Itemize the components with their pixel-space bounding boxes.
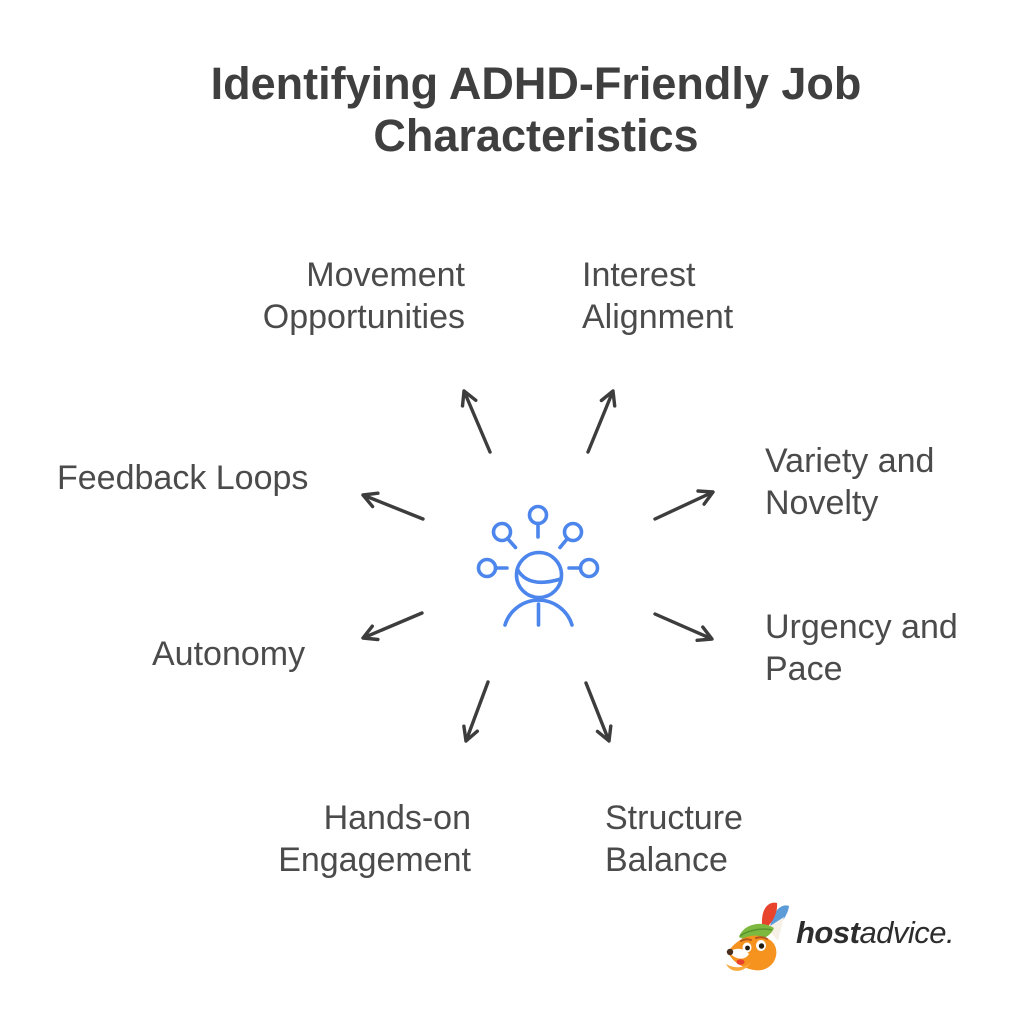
logo-word-advice: advice. xyxy=(859,915,955,950)
logo-wordmark: hostadvice. xyxy=(796,915,955,959)
node-label-hands-on-engagement: Hands-on Engagement xyxy=(278,799,471,879)
arrow-structure-balance xyxy=(584,681,613,743)
arrow-urgency-and-pace xyxy=(653,612,714,642)
page-title: Identifying ADHD-Friendly Job Characteri… xyxy=(210,58,862,161)
arrow-movement-opportunities xyxy=(460,389,492,454)
arrow-interest-alignment xyxy=(586,389,617,454)
person-with-idea-pins-icon xyxy=(476,504,600,627)
logo-word-host: host xyxy=(796,915,860,950)
person-shoulders xyxy=(503,598,574,627)
idea-pins xyxy=(476,504,600,579)
arrow-autonomy xyxy=(361,611,424,642)
person-head xyxy=(514,550,564,600)
fox-mascot-icon xyxy=(726,902,789,971)
node-label-autonomy: Autonomy xyxy=(152,635,306,673)
node-label-movement-opportunities: Movement Opportunities xyxy=(262,256,465,336)
node-label-interest-alignment: Interest Alignment xyxy=(582,256,734,336)
node-label-urgency-and-pace: Urgency and Pace xyxy=(765,608,958,688)
hostadvice-logo: hostadvice. xyxy=(726,901,955,973)
node-label-structure-balance: Structure Balance xyxy=(605,799,743,879)
arrow-variety-and-novelty xyxy=(653,489,715,521)
arrow-hands-on-engagement xyxy=(462,680,490,743)
node-label-feedback-loops: Feedback Loops xyxy=(57,459,309,497)
arrow-feedback-loops xyxy=(361,491,425,521)
node-label-variety-and-novelty: Variety and Novelty xyxy=(765,442,935,522)
